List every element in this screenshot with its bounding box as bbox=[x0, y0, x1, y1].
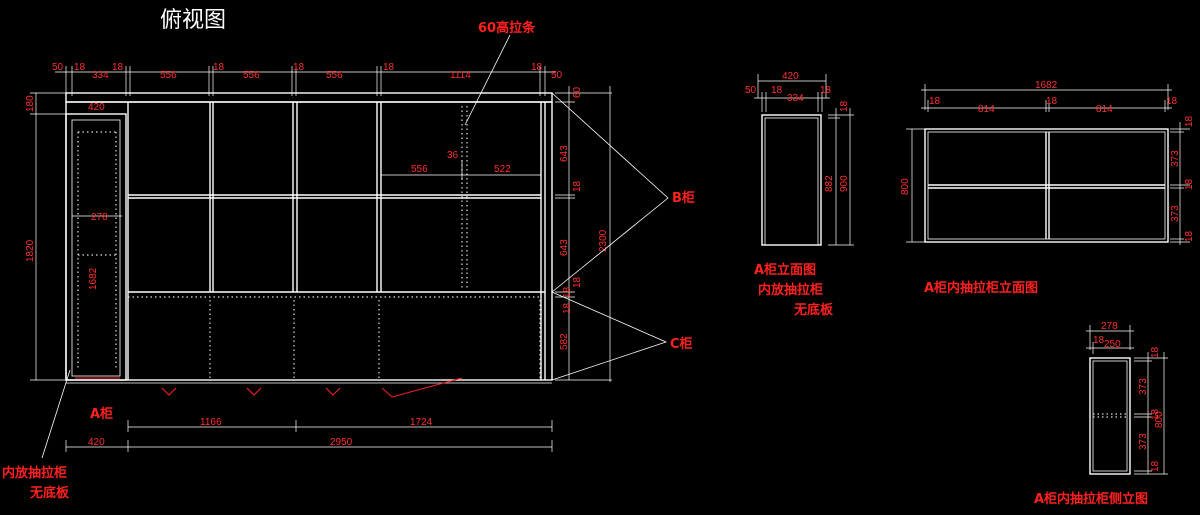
dim-a-elev-v18: 18 bbox=[839, 100, 850, 112]
dim-side-278: 278 bbox=[1101, 321, 1118, 332]
drawing-title: 俯视图 bbox=[160, 8, 226, 33]
dim-side-v18-c: 18 bbox=[1150, 460, 1161, 472]
dim-top-50-right: 50 bbox=[551, 70, 563, 81]
dim-a-elev-420: 420 bbox=[782, 71, 799, 82]
dim-side-v373-a: 373 bbox=[1138, 378, 1149, 395]
dim-a-elev-334: 334 bbox=[787, 93, 804, 104]
dim-side-v800: 800 bbox=[1154, 411, 1165, 428]
label-b-cabinet: B柜 bbox=[672, 190, 695, 206]
label-a-elev-title: A柜立面图 bbox=[754, 262, 816, 278]
drawer-side-elevation: 278 18 250 18 373 18 373 18 800 A柜内抽拉柜侧立… bbox=[1034, 321, 1168, 507]
dim-bottom-1166: 1166 bbox=[200, 417, 222, 428]
dim-drawer-18-a: 18 bbox=[929, 96, 941, 107]
dim-right-582: 582 bbox=[559, 333, 570, 350]
label-a-cabinet: A柜 bbox=[90, 406, 113, 422]
dim-right-18-c: 18 bbox=[562, 286, 573, 298]
dim-522-inner: 522 bbox=[494, 164, 511, 175]
dim-a-top: 180 bbox=[25, 95, 36, 112]
dim-top-18-f: 18 bbox=[531, 62, 543, 73]
label-c-cabinet: C柜 bbox=[670, 336, 693, 352]
dim-a-depth: 1820 bbox=[25, 239, 36, 262]
dim-top-18-a: 18 bbox=[74, 62, 86, 73]
dim-drawer-814-a: 814 bbox=[978, 104, 995, 115]
dim-drawer-v18-b: 18 bbox=[1184, 178, 1195, 190]
plan-labels: 60高拉条 B柜 C柜 A柜 内放抽拉柜 无底板 bbox=[2, 20, 695, 501]
dim-top-556-c: 556 bbox=[326, 70, 343, 81]
label-drawer-elevation: A柜内抽拉柜立面图 bbox=[924, 280, 1038, 296]
dim-top-1114: 1114 bbox=[450, 70, 471, 81]
label-a-note-drawer: 内放抽拉柜 bbox=[2, 465, 67, 481]
dim-drawer-v800: 800 bbox=[900, 178, 911, 195]
dim-top-18-c: 18 bbox=[213, 62, 225, 73]
dim-drawer-18-c: 18 bbox=[1166, 96, 1178, 107]
dim-drawer-v373-b: 373 bbox=[1170, 205, 1181, 222]
label-a-note-no-bottom: 无底板 bbox=[29, 485, 70, 501]
label-a-elev-drawer: 内放抽拉柜 bbox=[758, 282, 823, 298]
dim-drawer-v18-c: 18 bbox=[1184, 230, 1195, 242]
dim-drawer-v18-a: 18 bbox=[1184, 115, 1195, 127]
dim-bottom-2950: 2950 bbox=[330, 437, 353, 448]
dim-a-elev-882: 882 bbox=[824, 175, 835, 192]
dim-side-18: 18 bbox=[1093, 335, 1105, 346]
dim-side-250: 250 bbox=[1104, 339, 1121, 350]
dim-right-643-b: 643 bbox=[559, 239, 570, 256]
dim-top-556-a: 556 bbox=[160, 70, 177, 81]
plan-view bbox=[65, 92, 553, 398]
dim-side-v18-a: 18 bbox=[1150, 346, 1161, 358]
dim-top-334: 334 bbox=[92, 70, 109, 81]
plan-bottom-dimensions: 1166 1724 420 2950 bbox=[65, 417, 553, 452]
dim-top-18-b: 18 bbox=[112, 62, 124, 73]
dim-a-elev-18-b: 18 bbox=[820, 85, 832, 96]
dim-drawer-1682: 1682 bbox=[1035, 80, 1058, 91]
dim-top-18-e: 18 bbox=[383, 62, 395, 73]
dim-side-v373-b: 373 bbox=[1138, 433, 1149, 450]
label-drawer-side: A柜内抽拉柜侧立图 bbox=[1034, 491, 1148, 507]
dim-top-50-left: 50 bbox=[52, 62, 64, 73]
dim-drawer-v373-a: 373 bbox=[1170, 150, 1181, 167]
dim-36-inner: 36 bbox=[447, 150, 459, 161]
dim-right-18-b: 18 bbox=[572, 276, 583, 288]
label-a-elev-no-bottom: 无底板 bbox=[793, 302, 834, 318]
dim-top-556-b: 556 bbox=[243, 70, 260, 81]
dim-right-18-a: 18 bbox=[572, 180, 583, 192]
dim-556-inner: 556 bbox=[411, 164, 428, 175]
drawer-elevation: 1682 18 814 18 814 18 800 18 373 18 373 … bbox=[900, 80, 1195, 296]
dim-right-60: 60 bbox=[572, 86, 583, 98]
dim-drawer-814-b: 814 bbox=[1096, 104, 1113, 115]
dim-drawer-18-b: 18 bbox=[1046, 96, 1058, 107]
label-pull-strip: 60高拉条 bbox=[478, 20, 536, 36]
dim-bottom-1724: 1724 bbox=[410, 417, 433, 428]
dim-inner-depth: 1682 bbox=[88, 267, 99, 290]
dim-a-elev-50: 50 bbox=[745, 85, 757, 96]
plan-right-dimensions: 60 643 18 643 18 18 18 582 2300 bbox=[555, 86, 612, 382]
dim-a-width: 420 bbox=[88, 102, 105, 113]
dim-total-height: 2300 bbox=[598, 229, 609, 252]
a-cabinet-elevation: 420 50 18 334 18 18 882 900 A柜立面图 内放抽拉柜 … bbox=[745, 71, 854, 318]
dim-a-elev-18-a: 18 bbox=[771, 85, 783, 96]
dim-inner-width: 278 bbox=[91, 212, 108, 223]
dim-top-18-d: 18 bbox=[293, 62, 305, 73]
dim-right-18-d: 18 bbox=[562, 302, 573, 314]
top-dimension-chain: 50 18 334 18 556 18 556 18 556 18 1114 1… bbox=[52, 62, 563, 96]
dim-side-v18-b: 18 bbox=[1150, 408, 1161, 420]
dim-right-643-a: 643 bbox=[559, 145, 570, 162]
dim-a-elev-900: 900 bbox=[839, 175, 850, 192]
plan-left-dimensions: 180 1820 bbox=[25, 92, 66, 381]
plan-inner-dimensions: 420 278 1682 556 36 522 bbox=[72, 102, 541, 290]
dim-bottom-420: 420 bbox=[88, 437, 105, 448]
